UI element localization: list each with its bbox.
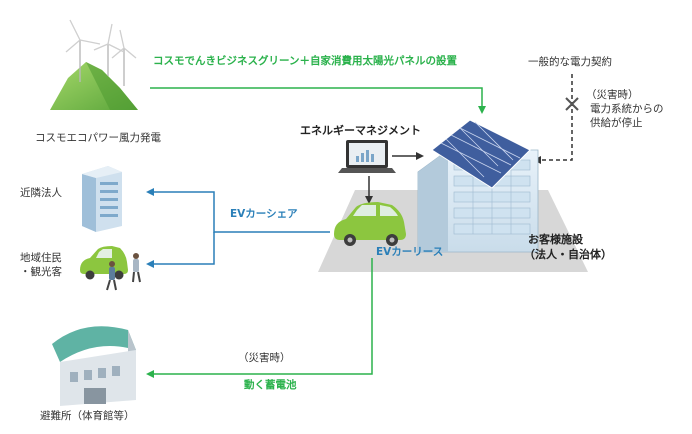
- residents-label-line1: 地域住民: [20, 252, 62, 264]
- green-plan-arrow: [150, 87, 486, 114]
- disaster-stop-line3: 供給が停止: [590, 117, 643, 129]
- green-plan-label: コスモでんきビジネスグリーン＋自家消費用太陽光パネルの設置: [153, 55, 457, 67]
- disaster-stop-line1: （災害時）: [586, 89, 639, 101]
- cut-off-x-icon: [565, 97, 579, 111]
- energy-management-label: エネルギーマネジメント: [300, 124, 421, 137]
- ev-car-share-label: EVカーシェア: [230, 208, 298, 220]
- residents-illustration: [80, 246, 141, 291]
- shelter-label: 避難所（体育館等）: [40, 410, 135, 422]
- neighbor-corp-label: 近隣法人: [20, 187, 62, 199]
- residents-label-line2: ・観光客: [20, 266, 62, 278]
- disaster-stop-line2: 電力系統からの: [590, 103, 664, 115]
- laptop-icon: [338, 140, 396, 173]
- general-contract-dashed-line: [533, 74, 573, 164]
- car-share-arrow-to-residents: [146, 232, 215, 268]
- customer-facility-line2: （法人・自治体）: [524, 248, 612, 261]
- ev-car-lease-label: EVカーリース: [376, 246, 444, 258]
- ev-car-illustration: [334, 202, 406, 246]
- mobile-battery-label: 動く蓄電池: [244, 379, 297, 391]
- disaster-time-label: （災害時）: [238, 352, 291, 364]
- customer-facility-line1: お客様施設: [528, 233, 583, 246]
- wind-farm-illustration: [50, 19, 138, 110]
- customer-building-illustration: [417, 119, 539, 253]
- general-contract-label: 一般的な電力契約: [528, 56, 612, 68]
- wind-power-label: コスモエコパワー風力発電: [35, 132, 161, 144]
- shelter-gymnasium-illustration: [52, 326, 136, 406]
- office-building-icon: [82, 166, 122, 232]
- car-share-arrow-to-neighbor: [146, 188, 330, 233]
- mobile-battery-arrow: [146, 258, 373, 378]
